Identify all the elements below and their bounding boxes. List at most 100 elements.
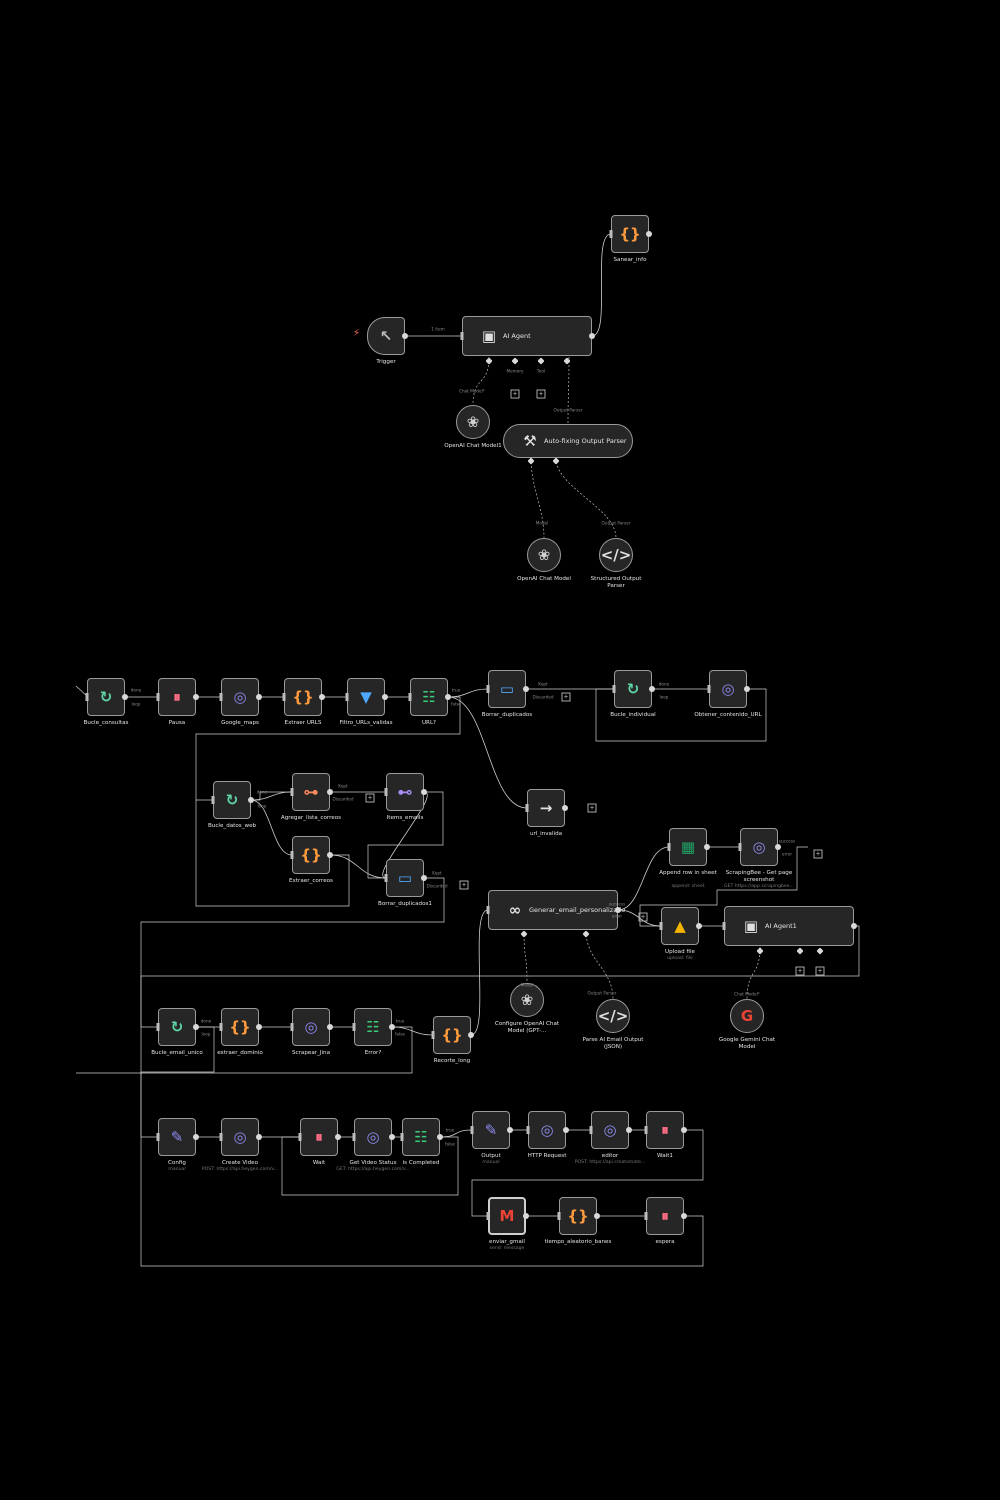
input-port[interactable] bbox=[156, 693, 160, 701]
input-port[interactable] bbox=[156, 1023, 160, 1031]
input-port[interactable] bbox=[738, 843, 742, 851]
node-borrar-dup1[interactable]: ▭ bbox=[386, 859, 424, 897]
output-port[interactable] bbox=[775, 844, 781, 850]
output-port[interactable] bbox=[562, 805, 568, 811]
node-upload-file[interactable]: ▲ bbox=[661, 907, 699, 945]
input-port[interactable] bbox=[659, 922, 663, 930]
add-node-button[interactable]: + bbox=[638, 912, 648, 922]
add-node-button[interactable]: + bbox=[536, 389, 546, 399]
input-port[interactable] bbox=[290, 788, 294, 796]
node-autofix[interactable]: ⚒Auto-fixing Output Parser bbox=[503, 424, 633, 458]
node-filtro[interactable]: ▼ bbox=[347, 678, 385, 716]
output-port[interactable] bbox=[615, 907, 621, 913]
output-port[interactable] bbox=[327, 1024, 333, 1030]
node-borrar-dup[interactable]: ▭ bbox=[488, 670, 526, 708]
input-port[interactable] bbox=[156, 1133, 160, 1141]
sub-port[interactable] bbox=[485, 357, 493, 365]
input-port[interactable] bbox=[219, 1023, 223, 1031]
node-scrapear-jina[interactable]: ◎ bbox=[292, 1008, 330, 1046]
input-port[interactable] bbox=[408, 693, 412, 701]
output-port[interactable] bbox=[256, 1024, 262, 1030]
node-output[interactable]: ✎ bbox=[472, 1111, 510, 1149]
connection[interactable] bbox=[591, 233, 612, 337]
node-editor[interactable]: ◎ bbox=[591, 1111, 629, 1149]
node-wait[interactable]: ⏸ bbox=[300, 1118, 338, 1156]
input-port[interactable] bbox=[707, 685, 711, 693]
node-gemini[interactable]: G bbox=[730, 999, 764, 1033]
node-openai2[interactable]: ❀ bbox=[527, 538, 561, 572]
node-http-request[interactable]: ◎ bbox=[528, 1111, 566, 1149]
output-port[interactable] bbox=[589, 333, 595, 339]
output-port[interactable] bbox=[468, 1032, 474, 1038]
output-port[interactable] bbox=[851, 923, 857, 929]
input-port[interactable] bbox=[384, 874, 388, 882]
node-google-maps[interactable]: ◎ bbox=[221, 678, 259, 716]
node-bucle-email[interactable]: ↻ bbox=[158, 1008, 196, 1046]
input-port[interactable] bbox=[290, 1023, 294, 1031]
sub-port[interactable] bbox=[527, 457, 535, 465]
input-port[interactable] bbox=[345, 693, 349, 701]
node-wait1[interactable]: ⏸ bbox=[646, 1111, 684, 1149]
input-port[interactable] bbox=[219, 1133, 223, 1141]
connection[interactable] bbox=[617, 846, 670, 911]
node-openai1[interactable]: ❀ bbox=[456, 405, 490, 439]
output-port[interactable] bbox=[696, 923, 702, 929]
node-obtener-contenido[interactable]: ◎ bbox=[709, 670, 747, 708]
sub-port[interactable] bbox=[520, 930, 528, 938]
output-port[interactable] bbox=[382, 694, 388, 700]
node-extraer-correos[interactable]: {} bbox=[292, 836, 330, 874]
add-node-button[interactable]: + bbox=[813, 849, 823, 859]
output-port[interactable] bbox=[744, 686, 750, 692]
add-node-button[interactable]: + bbox=[795, 966, 805, 976]
node-pausa[interactable]: ⏸ bbox=[158, 678, 196, 716]
input-port[interactable] bbox=[644, 1212, 648, 1220]
output-port[interactable] bbox=[421, 875, 427, 881]
output-port[interactable] bbox=[327, 789, 333, 795]
sub-port[interactable] bbox=[537, 357, 545, 365]
node-config-openai[interactable]: ❀ bbox=[510, 983, 544, 1017]
output-port[interactable] bbox=[523, 686, 529, 692]
sub-connection[interactable] bbox=[555, 457, 617, 539]
node-get-status[interactable]: ◎ bbox=[354, 1118, 392, 1156]
output-port[interactable] bbox=[445, 694, 451, 700]
output-port[interactable] bbox=[563, 1127, 569, 1133]
output-port[interactable] bbox=[389, 1024, 395, 1030]
output-port[interactable] bbox=[319, 694, 325, 700]
input-port[interactable] bbox=[486, 1212, 490, 1220]
sub-connection[interactable] bbox=[523, 930, 528, 984]
add-node-button[interactable]: + bbox=[510, 389, 520, 399]
input-port[interactable] bbox=[431, 1031, 435, 1039]
node-bucle-individual[interactable]: ↻ bbox=[614, 670, 652, 708]
sub-connection[interactable] bbox=[530, 457, 545, 539]
input-port[interactable] bbox=[384, 788, 388, 796]
output-port[interactable] bbox=[594, 1213, 600, 1219]
add-node-button[interactable]: + bbox=[459, 880, 469, 890]
input-port[interactable] bbox=[211, 796, 215, 804]
input-port[interactable] bbox=[612, 685, 616, 693]
node-extraer-urls[interactable]: {} bbox=[284, 678, 322, 716]
node-bucle-datos[interactable]: ↻ bbox=[213, 781, 251, 819]
node-ai-agent[interactable]: ▣AI Agent bbox=[462, 316, 592, 356]
node-ai-agent1[interactable]: ▣AI Agent1 bbox=[724, 906, 854, 946]
input-port[interactable] bbox=[290, 851, 294, 859]
sub-port[interactable] bbox=[552, 457, 560, 465]
input-port[interactable] bbox=[219, 693, 223, 701]
node-append-row[interactable]: ▦ bbox=[669, 828, 707, 866]
input-port[interactable] bbox=[486, 906, 490, 914]
input-port[interactable] bbox=[667, 843, 671, 851]
output-port[interactable] bbox=[437, 1134, 443, 1140]
node-parse-ai[interactable]: </> bbox=[596, 999, 630, 1033]
add-node-button[interactable]: + bbox=[587, 803, 597, 813]
sub-port[interactable] bbox=[796, 947, 804, 955]
node-enviar-gmail[interactable]: M bbox=[488, 1197, 526, 1235]
input-port[interactable] bbox=[722, 922, 726, 930]
connection[interactable] bbox=[470, 909, 489, 1036]
node-saneamiento[interactable]: {} bbox=[611, 215, 649, 253]
node-url-invalida[interactable]: → bbox=[527, 789, 565, 827]
loop-connection[interactable] bbox=[140, 877, 704, 1267]
input-port[interactable] bbox=[486, 685, 490, 693]
sub-port[interactable] bbox=[582, 930, 590, 938]
output-port[interactable] bbox=[335, 1134, 341, 1140]
output-port[interactable] bbox=[193, 694, 199, 700]
output-port[interactable] bbox=[507, 1127, 513, 1133]
